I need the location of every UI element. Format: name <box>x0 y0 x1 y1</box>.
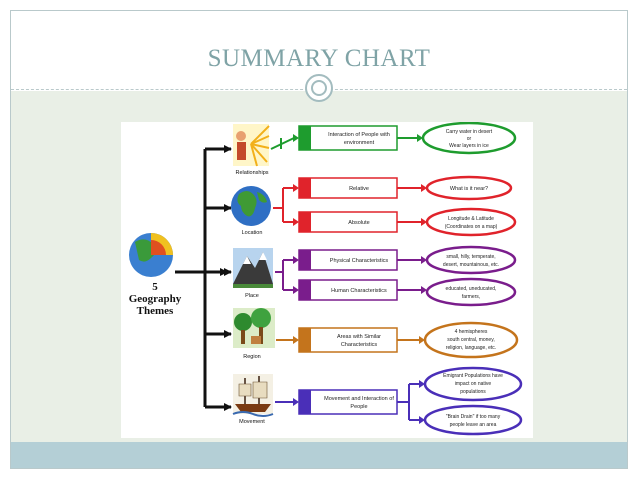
trees-icon <box>233 308 275 348</box>
svg-text:Interaction of People with: Interaction of People with <box>328 132 390 138</box>
connector-human-head <box>293 286 299 294</box>
svg-text:Movement and Interaction of: Movement and Interaction of <box>324 396 394 402</box>
svg-text:Absolute: Absolute <box>348 220 369 226</box>
connector-physical-head <box>293 256 299 264</box>
svg-text:people leave an area: people leave an area <box>450 422 497 428</box>
svg-text:populations: populations <box>460 389 486 395</box>
svg-text:Human Characteristics: Human Characteristics <box>331 288 387 294</box>
svg-text:(Coordinates on a map): (Coordinates on a map) <box>445 224 498 230</box>
footer-bar <box>11 442 627 468</box>
connector-physical-cloud-head <box>421 256 427 264</box>
root-number: 5 <box>152 281 158 293</box>
cloud-human: educated, uneducated, farmers, <box>425 277 517 307</box>
svg-text:Carry water in desert: Carry water in desert <box>446 129 493 135</box>
box-absolute: Absolute <box>298 211 398 233</box>
divider-ring-icon <box>305 74 333 102</box>
svg-text:Longitude & Latitude: Longitude & Latitude <box>448 216 494 222</box>
theme-label-movement: Movement <box>239 419 265 425</box>
connector-relationships <box>270 137 295 150</box>
svg-text:impact on native: impact on native <box>455 381 492 387</box>
ship-icon <box>232 374 274 417</box>
root-globe-icon <box>129 233 173 277</box>
svg-text:Characteristics: Characteristics <box>341 342 378 348</box>
svg-text:4 hemispheres: 4 hemispheres <box>455 329 488 335</box>
connector-human-cloud-head <box>421 286 427 294</box>
svg-text:educated, uneducated,: educated, uneducated, <box>446 286 497 292</box>
box-movement: Movement and Interaction of People <box>298 389 398 415</box>
svg-text:or: or <box>467 136 472 142</box>
connector-coordinates-head <box>421 218 427 226</box>
connector-movement-head <box>293 398 299 406</box>
box-physical: Physical Characteristics <box>298 249 398 271</box>
connector-near-head <box>421 184 427 192</box>
connector-region-cloud-head <box>419 336 425 344</box>
svg-text:south central, money,: south central, money, <box>447 337 494 343</box>
svg-text:environment: environment <box>344 140 375 146</box>
connector-water-head <box>417 134 423 142</box>
slide-title: SUMMARY CHART <box>207 45 431 72</box>
svg-text:Areas with Similar: Areas with Similar <box>337 334 381 340</box>
box-human: Human Characteristics <box>298 279 398 301</box>
theme-label-region: Region <box>243 354 260 360</box>
connector-emigrant-head <box>419 380 425 388</box>
connector-brain-drain-head <box>419 416 425 424</box>
mountain-icon <box>233 248 273 288</box>
cloud-physical: small, hilly, temperate, desert, mountai… <box>425 245 517 275</box>
connector-region-head <box>293 336 299 344</box>
theme-label-location: Location <box>242 230 263 236</box>
svg-text:farmers,: farmers, <box>462 294 480 300</box>
svg-text:desert, mountainous, etc.: desert, mountainous, etc. <box>443 262 499 268</box>
root-line1: Geography <box>129 293 182 305</box>
svg-text:"Brain Drain" if too many: "Brain Drain" if too many <box>446 414 501 420</box>
cloud-brain-drain: "Brain Drain" if too many people leave a… <box>423 404 523 436</box>
box-region: Areas with Similar Characteristics <box>298 327 398 353</box>
cloud-water: Carry water in desert or Wear layers in … <box>421 122 517 155</box>
cloud-near: What is it near? <box>425 175 513 201</box>
connector-relationships-head <box>293 134 299 142</box>
box-relative: Relative <box>298 177 398 199</box>
svg-text:Relative: Relative <box>349 186 369 192</box>
theme-label-place: Place <box>245 293 259 299</box>
svg-text:small, hilly, temperate,: small, hilly, temperate, <box>446 254 495 260</box>
svg-text:People: People <box>350 404 367 410</box>
cloud-region: 4 hemispheres south central, money, reli… <box>423 321 519 359</box>
root-line2: Themes <box>137 305 174 317</box>
box-interaction: Interaction of People with environment <box>298 125 398 151</box>
cloud-emigrant: Emigrant Populations have impact on nati… <box>423 366 523 402</box>
diagram-canvas: 5 Geography Themes <box>129 122 523 436</box>
svg-text:Wear layers in ice: Wear layers in ice <box>449 143 489 149</box>
connector-relative-head <box>293 184 299 192</box>
connector-absolute-head <box>293 218 299 226</box>
globe-icon <box>231 186 271 226</box>
svg-text:religion, language, etc.: religion, language, etc. <box>446 345 496 351</box>
theme-label-relationships: Relationships <box>235 170 268 176</box>
svg-text:Physical Characteristics: Physical Characteristics <box>330 258 389 264</box>
svg-text:Emigrant Populations have: Emigrant Populations have <box>443 373 503 379</box>
svg-text:What is it near?: What is it near? <box>450 186 488 192</box>
sun-person-icon <box>233 124 270 167</box>
summary-chart: 5 Geography Themes <box>121 122 533 438</box>
cloud-coordinates: Longitude & Latitude (Coordinates on a m… <box>425 207 517 237</box>
